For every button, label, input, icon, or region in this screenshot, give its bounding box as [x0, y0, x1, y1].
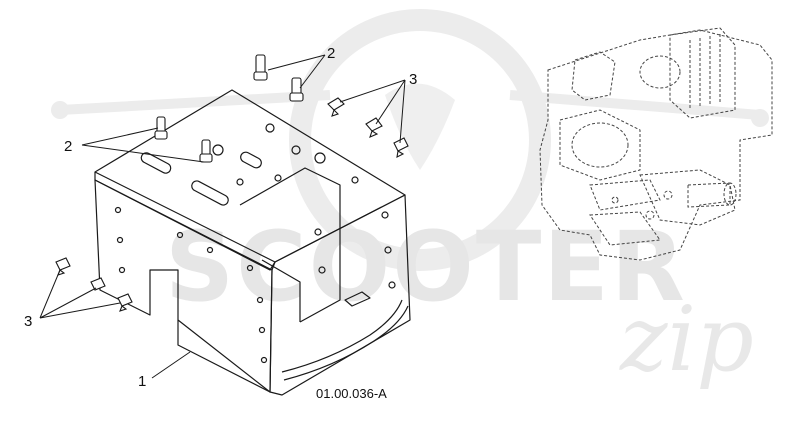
nut [327, 97, 345, 117]
leader-lines [39, 54, 406, 379]
watermark-brand: SCOOTER [165, 211, 687, 323]
frame-hole [206, 246, 214, 254]
frame-inner-edge [261, 259, 301, 322]
watermark: SCOOTER zip [51, 9, 769, 392]
callout-3-left: 3 [24, 313, 32, 330]
leader-3b [39, 269, 121, 319]
frame-right-plate [269, 194, 411, 396]
nut [393, 137, 409, 158]
frame-rod-edge [283, 305, 409, 381]
callout-1: 1 [138, 373, 146, 390]
watermark-emblem [385, 83, 455, 170]
watermark-bar [59, 90, 761, 120]
frame-lower-flange [177, 320, 271, 393]
nut [90, 277, 106, 291]
engine-bolt [611, 196, 619, 204]
frame-slot [191, 180, 229, 206]
engine-bolt [645, 210, 655, 220]
engine-air-cleaner [571, 51, 616, 101]
frame-hole [291, 145, 301, 155]
frame-hole [212, 144, 224, 156]
frame-hole [116, 236, 124, 244]
watermark-ring [289, 9, 551, 271]
frame-hole [274, 174, 282, 182]
leader-3a [339, 79, 406, 144]
engine-base [589, 179, 661, 211]
callout-2-left: 2 [64, 138, 72, 155]
engine-mount [589, 211, 661, 246]
stud [289, 77, 304, 102]
frame-assembly [94, 89, 411, 396]
frame-inner-bracket [239, 167, 341, 323]
engine-flywheel-cover [559, 109, 641, 181]
frame-hole [246, 264, 254, 272]
frame-hole [176, 231, 184, 239]
engine-outline [539, 27, 773, 261]
watermark-dot-right [751, 109, 769, 127]
frame-hole [314, 152, 326, 164]
frame-hole [381, 211, 389, 219]
frame-hole [256, 296, 264, 304]
engine-cooling-fins [689, 34, 721, 110]
engine-crankcase [639, 169, 736, 226]
engine-filler-cap [639, 55, 681, 89]
frame-hole [258, 326, 266, 334]
engine-recoil-starter [571, 122, 629, 168]
frame-hole [236, 178, 244, 186]
frame-hole [384, 246, 392, 254]
frame-hole [260, 356, 268, 364]
leader-2a [267, 54, 326, 89]
leader-1 [151, 351, 191, 379]
engine-bolt [663, 190, 673, 200]
stud [199, 139, 213, 163]
callout-3-top: 3 [409, 71, 417, 88]
nut [365, 117, 383, 138]
watermark-script: zip [619, 287, 754, 392]
engine-fuel-tank [669, 27, 736, 119]
drawing-code: 01.00.036-A [316, 386, 387, 401]
leader-2b [81, 127, 205, 163]
frame-hole [118, 266, 126, 274]
frame-rod [281, 299, 403, 373]
frame-hole [314, 228, 322, 236]
nut [117, 293, 133, 312]
stud [253, 54, 268, 81]
callout-2-top: 2 [327, 45, 335, 62]
frame-hole [318, 266, 326, 274]
frame-tab [344, 291, 371, 307]
frame-hole [351, 176, 359, 184]
studs [154, 54, 304, 163]
nuts [55, 97, 409, 312]
frame-slot [240, 151, 262, 169]
engine-shaft-end [723, 182, 737, 206]
watermark-dot-left [51, 101, 69, 119]
engine-body [539, 29, 773, 261]
nut [55, 257, 71, 276]
frame-hole [114, 206, 122, 214]
frame-hole [265, 123, 275, 133]
frame-slot [140, 152, 172, 174]
frame-hole [388, 281, 396, 289]
stud [154, 116, 168, 140]
